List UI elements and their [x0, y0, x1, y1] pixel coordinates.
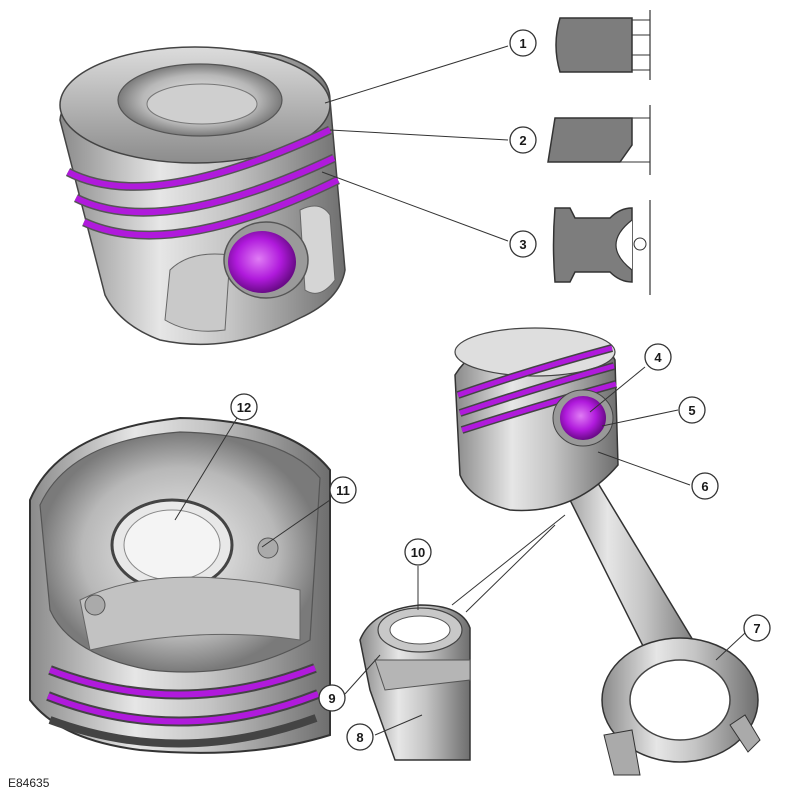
svg-text:11: 11	[336, 483, 350, 498]
svg-text:5: 5	[688, 403, 695, 418]
svg-text:3: 3	[519, 237, 526, 252]
callout-9: 9	[318, 684, 346, 712]
leader-lines	[174, 45, 746, 736]
svg-text:12: 12	[237, 400, 251, 415]
callout-2: 2	[509, 126, 537, 154]
ring-section-second	[547, 105, 651, 175]
connecting-rod-small-end	[359, 604, 471, 761]
svg-text:1: 1	[519, 36, 526, 51]
callout-6: 6	[691, 472, 719, 500]
callout-11: 11	[329, 476, 357, 504]
callout-1: 1	[509, 29, 537, 57]
piston-top-view	[59, 46, 346, 346]
svg-text:8: 8	[356, 730, 363, 745]
callout-7: 7	[743, 614, 771, 642]
callout-4: 4	[644, 343, 672, 371]
callout-8: 8	[346, 723, 374, 751]
ring-section-oil-control	[552, 200, 651, 295]
svg-text:6: 6	[701, 479, 708, 494]
callout-12: 12	[230, 393, 258, 421]
piston-underside-view	[29, 416, 331, 754]
svg-text:10: 10	[411, 545, 425, 560]
svg-text:9: 9	[328, 691, 335, 706]
piston-rod-assembly	[454, 327, 761, 776]
callout-5: 5	[678, 396, 706, 424]
callout-3: 3	[509, 230, 537, 258]
svg-text:4: 4	[654, 350, 662, 365]
svg-text:2: 2	[519, 133, 526, 148]
figure-reference-code: E84635	[8, 776, 50, 790]
svg-text:7: 7	[753, 621, 760, 636]
ring-section-top	[555, 10, 651, 80]
callout-10: 10	[404, 538, 432, 566]
